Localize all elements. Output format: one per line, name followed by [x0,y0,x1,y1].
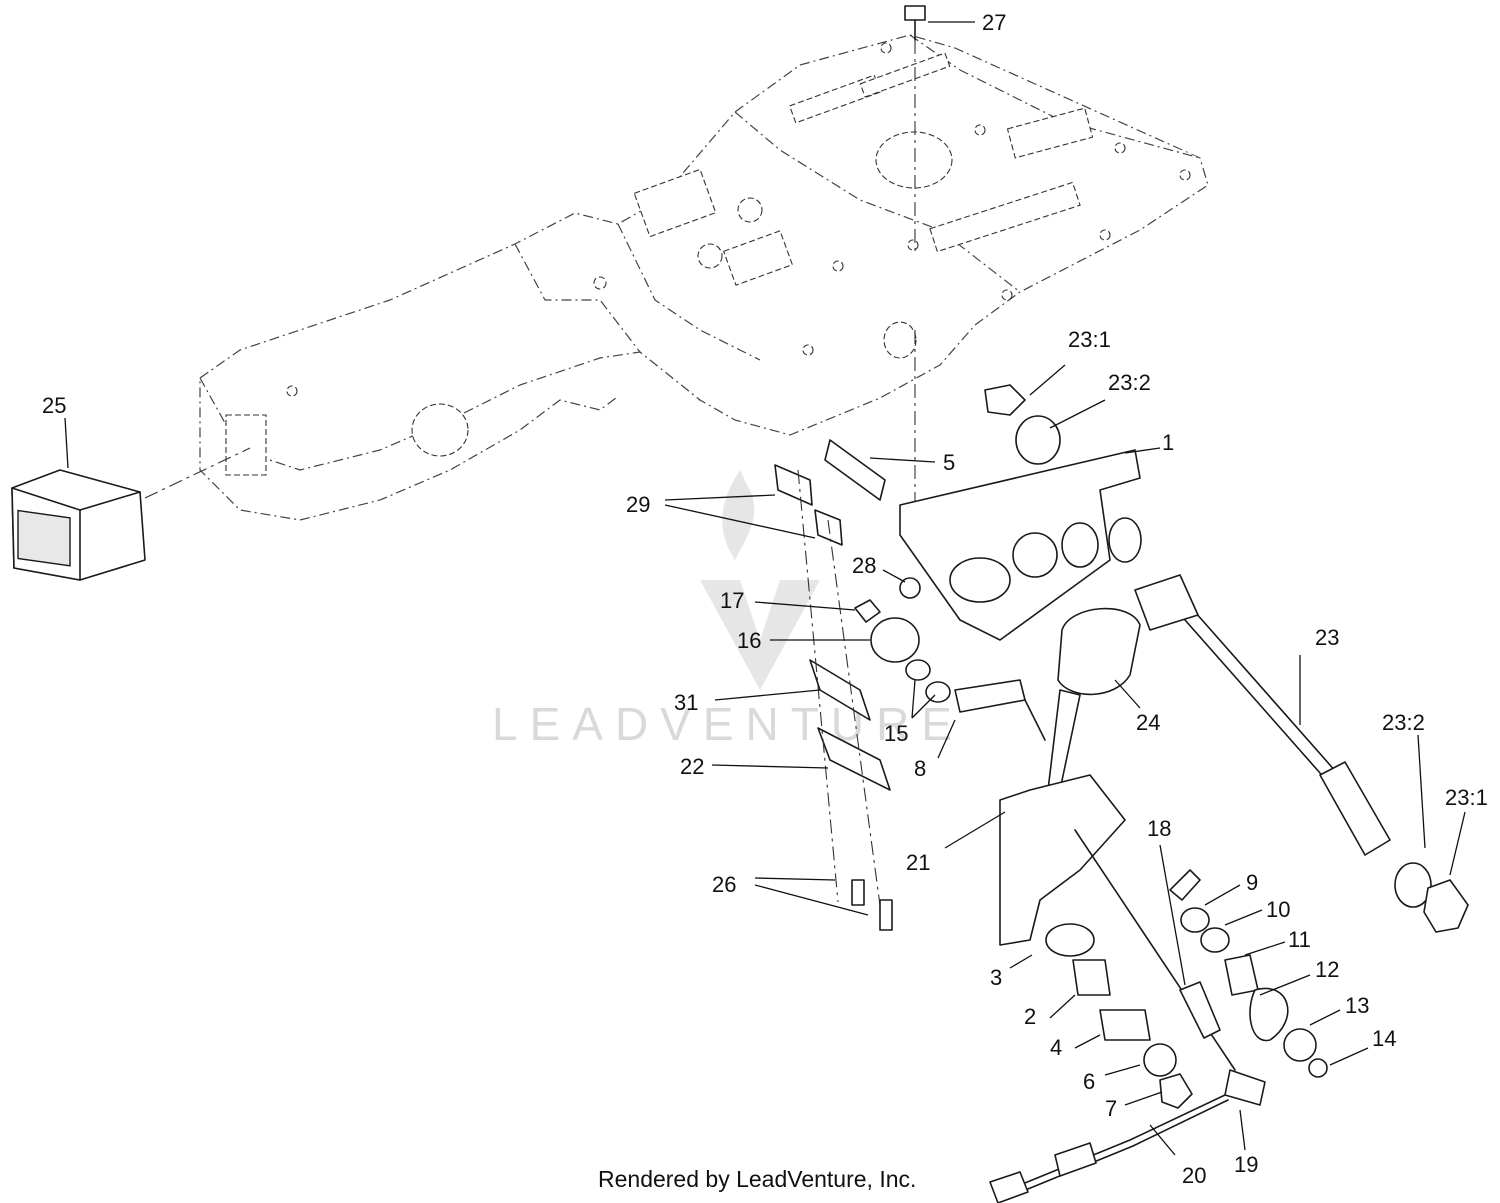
callout-9: 9 [1246,870,1258,895]
callout-labels: 27 23:1 23:2 1 5 29 28 17 16 31 15 8 22 … [42,10,1488,1188]
callout-24: 24 [1136,710,1160,735]
callout-6: 6 [1083,1069,1095,1094]
callout-10: 10 [1266,897,1290,922]
callout-3: 3 [990,965,1002,990]
neutral-switch [984,384,1469,933]
rendered-by-footer: Rendered by LeadVenture, Inc. [598,1166,917,1192]
callout-23-2-right: 23:2 [1382,710,1425,735]
bolt-27 [904,5,926,41]
callout-19: 19 [1234,1152,1258,1177]
callout-14: 14 [1372,1026,1396,1051]
frame-mounting-plate [199,34,1209,521]
callout-2: 2 [1024,1004,1036,1029]
callout-16: 16 [737,628,761,653]
callout-15: 15 [884,721,908,746]
watermark-text: LEADVENTURE [492,698,964,750]
callout-23-1-right: 23:1 [1445,785,1488,810]
hour-meter [11,469,146,581]
callout-18: 18 [1147,816,1171,841]
callout-23: 23 [1315,625,1339,650]
callout-17: 17 [720,588,744,613]
callout-23-1-top: 23:1 [1068,327,1111,352]
callout-26: 26 [712,872,736,897]
callout-23-2-top: 23:2 [1108,370,1151,395]
callout-29: 29 [626,492,650,517]
callout-4: 4 [1050,1035,1062,1060]
callout-31: 31 [674,690,698,715]
cable-assembly [989,829,1266,1203]
callout-20: 20 [1182,1163,1206,1188]
control-bracket-plate [824,439,1142,641]
control-lever-assembly [954,607,1193,1109]
leader-lines [64,21,1466,1156]
callout-25: 25 [42,393,66,418]
callout-1: 1 [1162,430,1174,455]
callout-8: 8 [914,756,926,781]
callout-27: 27 [982,10,1006,35]
callout-7: 7 [1105,1096,1117,1121]
pivot-hardware [1169,869,1328,1078]
callout-11: 11 [1288,927,1311,952]
callout-12: 12 [1315,957,1339,982]
callout-22: 22 [680,754,704,779]
callout-13: 13 [1345,993,1369,1018]
callout-21: 21 [906,850,930,875]
leadventure-watermark: LEADVENTURE [492,470,964,750]
callout-5: 5 [943,450,955,475]
callout-28: 28 [852,553,876,578]
